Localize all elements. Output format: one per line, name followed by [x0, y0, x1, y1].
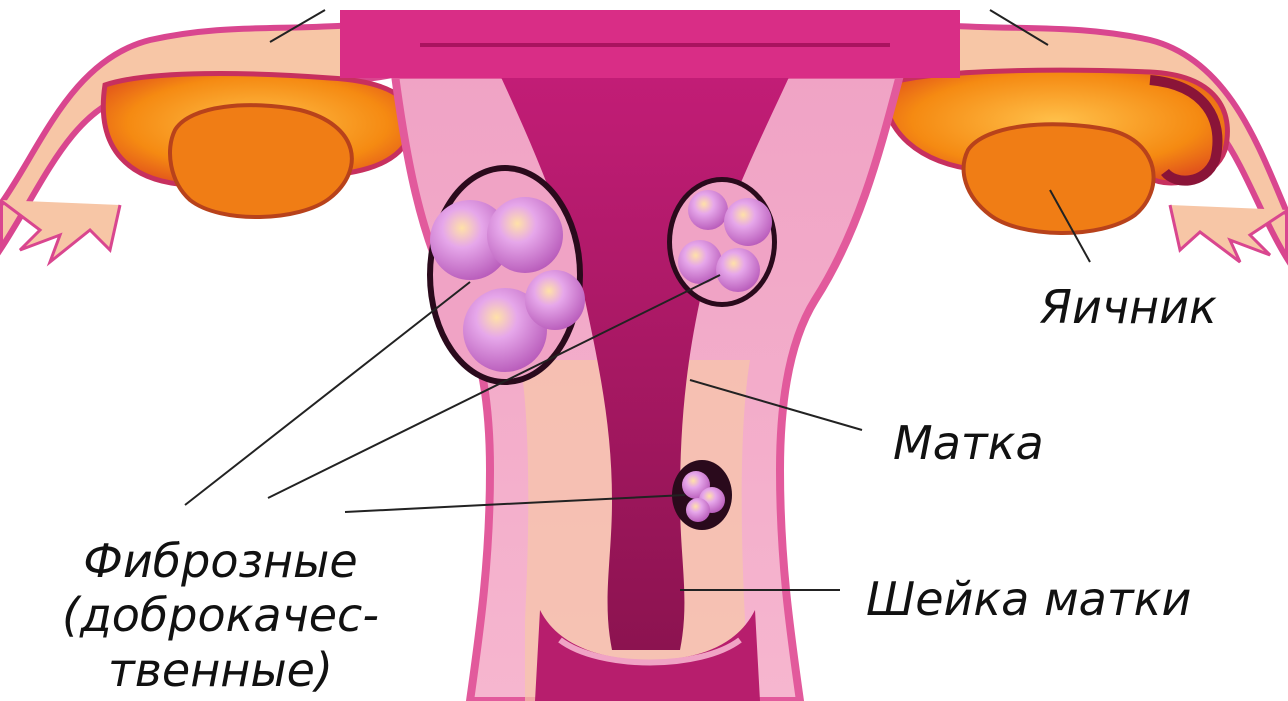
- fibroid-right: [667, 177, 777, 307]
- label-fibroids-line2: (доброкачес-: [62, 588, 379, 642]
- label-cervix: Шейка матки: [866, 576, 1191, 622]
- label-fibroids-line1: Фиброзные: [62, 534, 379, 588]
- left-ovary: [103, 74, 412, 218]
- label-fibroids-line3: твенные): [62, 643, 379, 697]
- label-uterus: Матка: [893, 420, 1044, 466]
- label-fibroids: Фиброзные (доброкачес- твенные): [62, 534, 379, 697]
- label-ovary: Яичник: [1040, 284, 1217, 330]
